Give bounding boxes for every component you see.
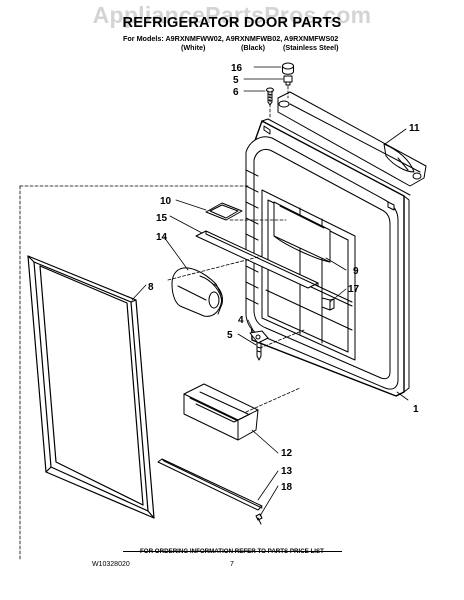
door-top-cap: [277, 91, 427, 187]
callout-8: 8: [148, 282, 154, 293]
page-title: REFRIGERATOR DOOR PARTS: [122, 15, 342, 31]
callout-18: 18: [281, 482, 293, 493]
page-number: 7: [230, 561, 234, 568]
door-liner: [245, 125, 399, 390]
callout-4: 4: [238, 315, 244, 326]
callout-17: 17: [348, 284, 360, 295]
callout-5-lower: 5: [227, 330, 233, 341]
color-white: (White): [181, 43, 206, 52]
callout-6: 6: [233, 87, 239, 98]
dairy-door: [205, 202, 243, 221]
assembly-lines: [19, 85, 305, 561]
models-line: For Models: A9RXNMFWW02, A9RXNMFWB02, A9…: [123, 34, 338, 43]
footer-rule: [123, 551, 342, 552]
color-black: (Black): [241, 43, 265, 52]
callout-1: 1: [413, 404, 419, 415]
document-number: W10328020: [92, 561, 130, 568]
callout-13: 13: [281, 466, 293, 477]
watermark: AppliancePartsPros.com: [92, 2, 372, 28]
models-list: A9RXNMFWW02, A9RXNMFWB02, A9RXNMFWS02: [165, 34, 339, 43]
leader-lines: [131, 66, 409, 517]
shelf-retainer: [321, 297, 335, 311]
bottom-trim: [157, 458, 263, 525]
callout-9: 9: [353, 266, 359, 277]
callout-12: 12: [281, 448, 293, 459]
color-stainless: (Stainless Steel): [283, 43, 339, 52]
top-screws: [266, 62, 294, 106]
door-bin: [183, 383, 259, 441]
callout-15: 15: [156, 213, 168, 224]
dairy-bin: [171, 267, 223, 317]
callout-10: 10: [160, 196, 172, 207]
door-gasket: [27, 255, 155, 519]
shelf-bar: [195, 230, 319, 289]
callout-14: 14: [156, 232, 168, 243]
callout-labels: 16 5 6 11 10 15 14 8 9 17 4 5 1 12 13 18: [148, 63, 420, 493]
callout-11: 11: [409, 123, 420, 134]
callout-5-top: 5: [233, 75, 239, 86]
models-prefix: For Models:: [123, 34, 164, 43]
ordering-note: FOR ORDERING INFORMATION REFER TO PARTS …: [140, 548, 324, 555]
callout-16: 16: [231, 63, 243, 74]
